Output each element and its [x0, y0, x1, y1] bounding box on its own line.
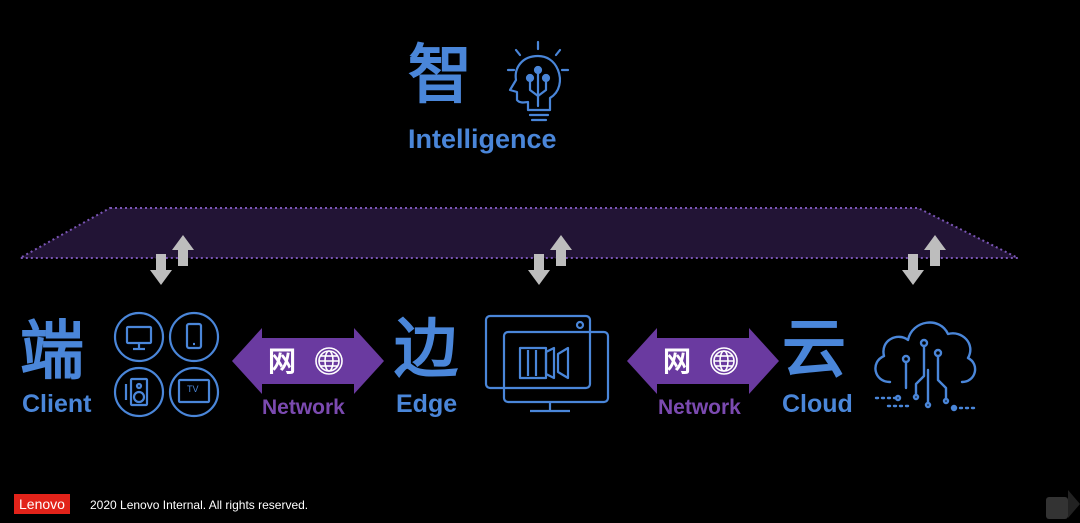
copyright-text: 2020 Lenovo Internal. All rights reserve… — [90, 498, 309, 512]
network-double-arrow — [627, 328, 779, 394]
speaker-icon — [113, 366, 165, 418]
network-double-arrow — [232, 328, 384, 394]
cloud-en-label: Cloud — [782, 390, 853, 418]
monitor-icon — [113, 311, 165, 363]
client-en-label: Client — [22, 390, 92, 418]
globe-icon — [315, 347, 343, 375]
bidirectional-arrow-icon — [902, 235, 946, 285]
intelligence-en-label: Intelligence — [408, 124, 557, 154]
lightbulb-head-icon — [506, 40, 570, 122]
cloud-circuit-icon — [874, 321, 978, 412]
cloud-cn-label: 云 — [782, 313, 846, 387]
edge-server-icon — [484, 314, 610, 413]
network-left-en-label: Network — [262, 396, 345, 419]
phone-icon — [168, 311, 220, 363]
intelligence-cn-label: 智 — [408, 39, 472, 113]
edge-en-label: Edge — [396, 390, 458, 418]
network-right-en-label: Network — [658, 396, 741, 419]
nav-corner-button[interactable] — [1046, 497, 1068, 519]
bidirectional-arrow-icon — [150, 235, 194, 285]
next-slide-icon[interactable] — [1068, 490, 1080, 518]
globe-icon — [710, 347, 738, 375]
network-right-cn-label: 网 — [663, 345, 692, 378]
edge-cn-label: 边 — [394, 313, 458, 387]
tv-icon — [168, 366, 220, 418]
lenovo-logo: Lenovo — [14, 494, 70, 514]
tv-label: TV — [187, 384, 199, 394]
network-left-cn-label: 网 — [268, 345, 297, 378]
client-cn-label: 端 — [20, 315, 84, 389]
client-device-icons: TV — [113, 311, 220, 418]
bidirectional-arrow-icon — [528, 235, 572, 285]
